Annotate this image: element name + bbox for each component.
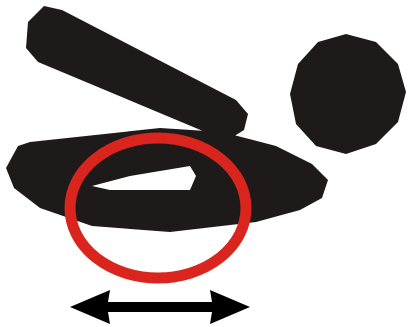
double-arrow-icon [70, 290, 250, 324]
diagonal-bar-icon [26, 6, 248, 140]
ball-icon [290, 34, 406, 154]
